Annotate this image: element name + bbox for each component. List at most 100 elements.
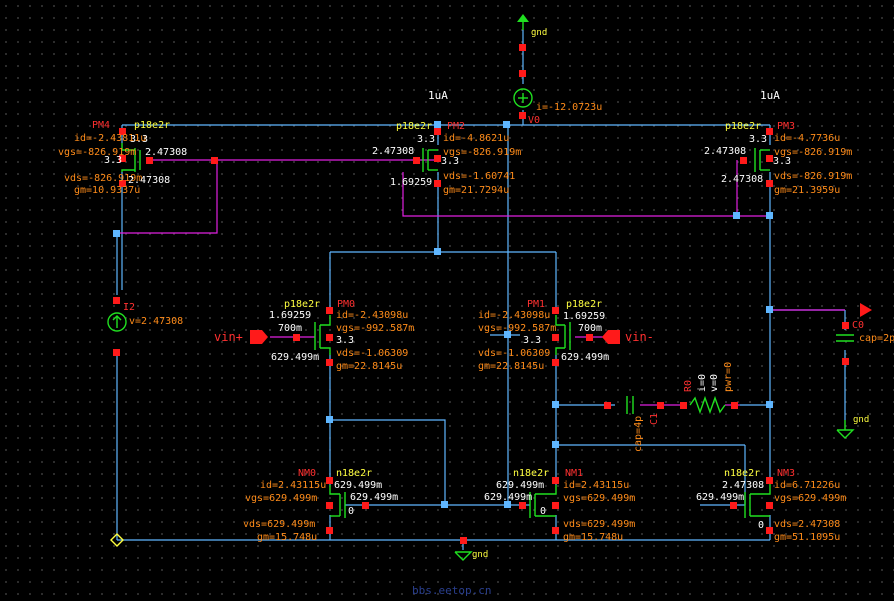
pm4-gate: 2.47308 (145, 147, 187, 158)
nm3-drain: 2.47308 (722, 480, 764, 491)
vin-plus-label: vin+ (214, 330, 243, 344)
nm0-id: id=2.43115u (260, 480, 326, 491)
pm2-cell: p18e2r (396, 121, 432, 132)
nm3-gm: gm=51.1095u (774, 532, 840, 543)
nm3-vds: vds=2.47308 (774, 519, 840, 530)
pm4-pin-b: 3.3 (104, 155, 122, 166)
i2-voltage: v=2.47308 (129, 316, 183, 327)
nm1-cell: n18e2r (513, 468, 549, 479)
pm0-id: id=-2.43098u (336, 310, 408, 321)
pm3-name: PM3 (777, 121, 795, 132)
bias-nets (117, 159, 845, 406)
nm1-name: NM1 (565, 468, 583, 479)
vin-minus-label: vin- (625, 330, 654, 344)
nm0-vgs: vgs=629.499m (245, 493, 317, 504)
pins (113, 44, 849, 544)
pm1-vgs: vgs=-992.587m (478, 323, 556, 334)
junctions (113, 121, 773, 508)
pm1-src: 1.69259 (563, 311, 605, 322)
v0-current: i=-12.0723u (536, 102, 602, 113)
pm2-drain: 1.69259 (390, 177, 432, 188)
pm4-cell: p18e2r (134, 120, 170, 131)
pm2-id: id=-4.8621u (443, 133, 509, 144)
nm1-vgs: vgs=629.499m (563, 493, 635, 504)
pm4-id: id=-2.43811u (74, 133, 146, 144)
nm0-src: 0 (348, 506, 354, 517)
watermark: bbs.eetop.cn (412, 584, 491, 597)
c1-value: cap=4p (633, 416, 644, 452)
pm0-vds: vds=-1.06309 (336, 348, 408, 359)
pm3-vds: vds=-826.919m (774, 171, 852, 182)
pm0-drain: 629.499m (271, 352, 319, 363)
pm3-cell: p18e2r (725, 121, 761, 132)
bottom-gnd-label: gnd (472, 550, 488, 560)
pm4-gm: gm=10.9337u (74, 185, 140, 196)
nm3-cell: n18e2r (724, 468, 760, 479)
nm0-drain: 629.499m (334, 480, 382, 491)
nm1-src: 0 (540, 506, 546, 517)
pm1-gm: gm=22.8145u (478, 361, 544, 372)
nm3-name: NM3 (777, 468, 795, 479)
c0-name: C0 (852, 320, 864, 331)
nm0-vds: vds=629.499m (243, 519, 315, 530)
pm2-pin-a: 3.3 (417, 134, 435, 145)
r0-name: R0 (683, 380, 694, 392)
nm3-id: id=6.71226u (774, 480, 840, 491)
pm2-gm: gm=21.7294u (443, 185, 509, 196)
pm2-gate: 2.47308 (372, 146, 414, 157)
pm4-pin-a: 3.3 (130, 134, 148, 145)
pm1-vds: vds=-1.06309 (478, 348, 550, 359)
current-label-left: 1uA (428, 89, 448, 102)
pm0-gate: 700m (278, 323, 302, 334)
pm1-name: PM1 (527, 299, 545, 310)
pm3-vgs: vgs=-826.919m (774, 147, 852, 158)
nm1-gate: 629.499m (484, 492, 532, 503)
pm2-vds: vds=-1.60741 (443, 171, 515, 182)
r0-v: v=0 (709, 374, 720, 392)
nm0-name: NM0 (298, 468, 316, 479)
nm1-vds: vds=629.499m (563, 519, 635, 530)
pm0-name: PM0 (337, 299, 355, 310)
c0-gnd-label: gnd (853, 415, 869, 425)
nm3-vgs: vgs=629.499m (774, 493, 846, 504)
v0-name: V0 (528, 115, 540, 126)
pm4-name: PM4 (92, 120, 110, 131)
c0-value: cap=2p (859, 333, 894, 344)
pm1-drain: 629.499m (561, 352, 609, 363)
pm3-pin-a: 3.3 (749, 134, 767, 145)
pm4-vgs: vgs=-826.919m (58, 147, 136, 158)
nm1-id: id=2.43115u (563, 480, 629, 491)
pm3-pin-b: 3.3 (773, 156, 791, 167)
pm4-vds: vds=-826.919m (64, 173, 142, 184)
labels: 1uA 1uA gnd V0 i=-12.0723u PM4 p18e2r id… (58, 28, 894, 597)
device-symbols (107, 14, 872, 561)
pm3-drain: 2.47308 (721, 174, 763, 185)
pm0-cell: p18e2r (284, 299, 320, 310)
i2-name: I2 (123, 302, 135, 313)
nm1-drain: 629.499m (496, 480, 544, 491)
pm1-id: id=-2.43098u (478, 310, 550, 321)
r0-i: i=0 (697, 374, 708, 392)
nm3-src: 0 (758, 520, 764, 531)
nm0-gate: 629.499m (350, 492, 398, 503)
pm0-bulk: 3.3 (336, 335, 354, 346)
pm0-src: 1.69259 (269, 310, 311, 321)
r0-pwr: pwr=0 (723, 362, 734, 392)
top-supply-label: gnd (531, 28, 547, 38)
nm3-gate: 629.499m (696, 492, 744, 503)
nm0-gm: gm=15.748u (257, 532, 317, 543)
pm1-bulk: 3.3 (523, 335, 541, 346)
pm3-gm: gm=21.3959u (774, 185, 840, 196)
nm1-gm: gm=15.748u (563, 532, 623, 543)
pm1-cell: p18e2r (566, 299, 602, 310)
pm2-name: PM2 (447, 121, 465, 132)
pm2-vgs: vgs=-826.919m (443, 147, 521, 158)
nm0-cell: n18e2r (336, 468, 372, 479)
current-label-right: 1uA (760, 89, 780, 102)
pm3-id: id=-4.7736u (774, 133, 840, 144)
pm0-gm: gm=22.8145u (336, 361, 402, 372)
pm4-drain: 2.47308 (128, 175, 170, 186)
pm0-vgs: vgs=-992.587m (336, 323, 414, 334)
